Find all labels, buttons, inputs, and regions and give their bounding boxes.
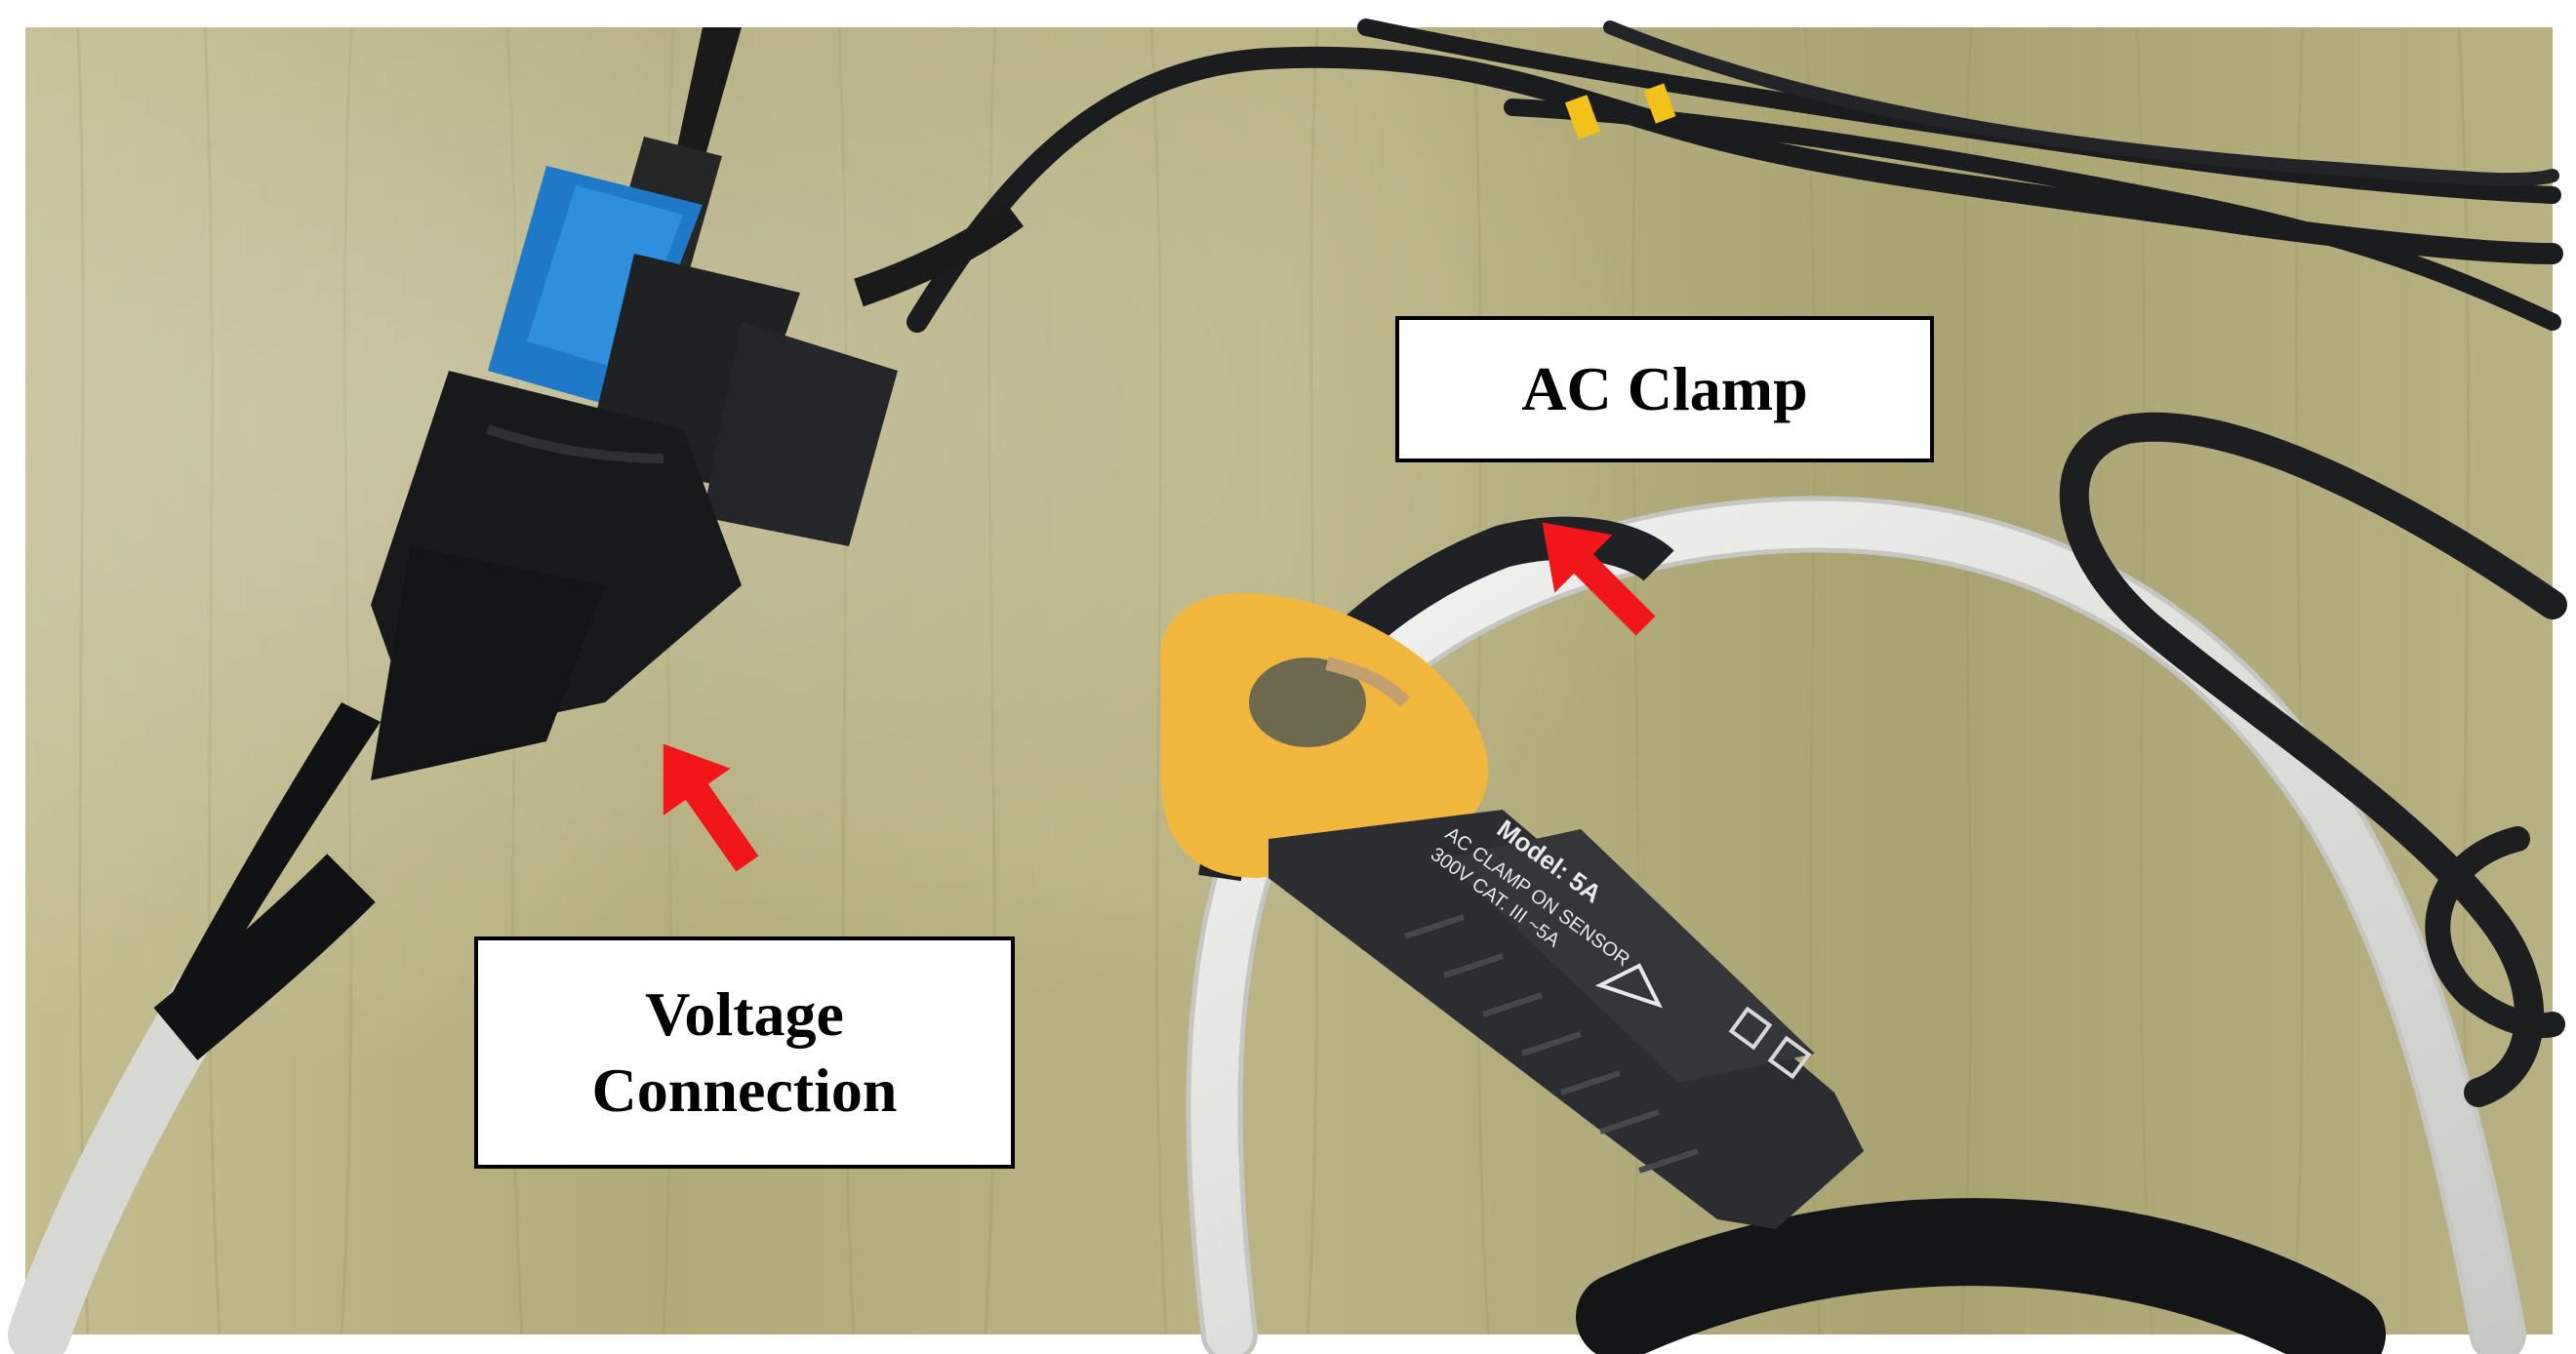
black-coil-cable xyxy=(1576,412,2567,1354)
voltage-label-line1: Voltage xyxy=(645,978,844,1049)
voltage-label-line2: Connection xyxy=(591,1055,898,1125)
arrow-to-ac-clamp xyxy=(1542,522,1656,636)
voltage-connection-label: Voltage Connection xyxy=(474,936,1015,1169)
ac-clamp-label: AC Clamp xyxy=(1395,316,1934,462)
ac-clamp-label-text: AC Clamp xyxy=(1521,353,1808,423)
arrow-to-voltage-connection xyxy=(663,743,759,872)
top-cables xyxy=(906,19,2563,333)
voltage-connector-bundle xyxy=(153,27,1024,1060)
